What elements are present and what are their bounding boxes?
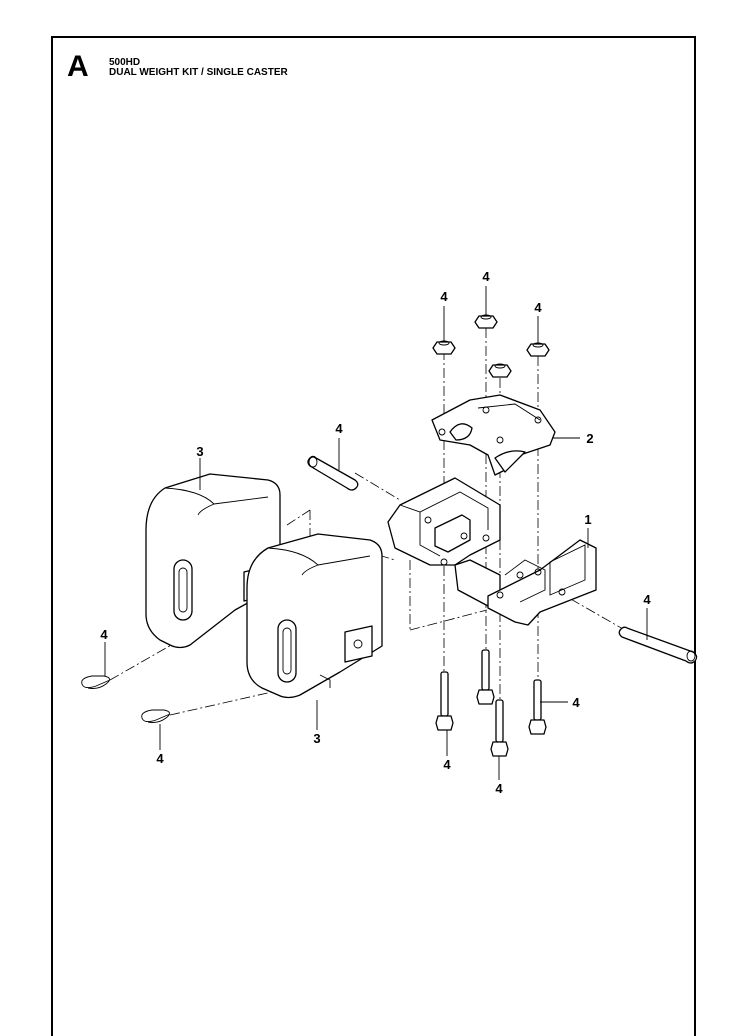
callout-bolt-center: 4 — [495, 781, 503, 796]
hair-clip-upper — [81, 675, 111, 689]
model-name: 500HD — [109, 57, 141, 68]
callout-nut-top: 4 — [482, 269, 490, 284]
pin-right — [618, 626, 698, 664]
callout-bolt-left: 4 — [443, 757, 451, 772]
hex-nut-right — [526, 342, 550, 357]
bolt-center — [490, 699, 509, 757]
hair-clip-lower — [141, 709, 171, 723]
callout-bolt-right: 4 — [572, 695, 580, 710]
callout-clip-upper: 4 — [100, 627, 108, 642]
callout-pin-right: 4 — [643, 592, 651, 607]
hex-nut-top — [474, 314, 498, 329]
callout-nut-left: 4 — [440, 289, 448, 304]
diagram-title: DUAL WEIGHT KIT / SINGLE CASTER — [109, 67, 288, 78]
bolt-right — [528, 679, 547, 735]
callout-bracket-2: 2 — [586, 431, 593, 446]
pin-upper — [307, 455, 359, 491]
callout-bracket-1: 1 — [584, 512, 591, 527]
hex-nut-left — [432, 340, 456, 355]
leader-lines — [104, 286, 648, 780]
diagram-header: 500HD DUAL WEIGHT KIT / SINGLE CASTER — [109, 58, 288, 78]
bracket-1 — [387, 477, 597, 626]
bolt-mid — [476, 649, 495, 705]
bolt-left — [435, 671, 454, 731]
weight-front — [246, 533, 383, 699]
callout-clip-lower: 4 — [156, 751, 164, 766]
callout-pin-upper: 4 — [335, 421, 343, 436]
page-frame — [51, 36, 696, 1036]
callout-weight-front: 3 — [313, 731, 320, 746]
callout-weight-back: 3 — [196, 444, 203, 459]
callout-nut-right: 4 — [534, 300, 542, 315]
hex-nut-center — [488, 363, 512, 378]
bracket-2 — [431, 394, 556, 476]
section-letter: A — [67, 50, 89, 83]
